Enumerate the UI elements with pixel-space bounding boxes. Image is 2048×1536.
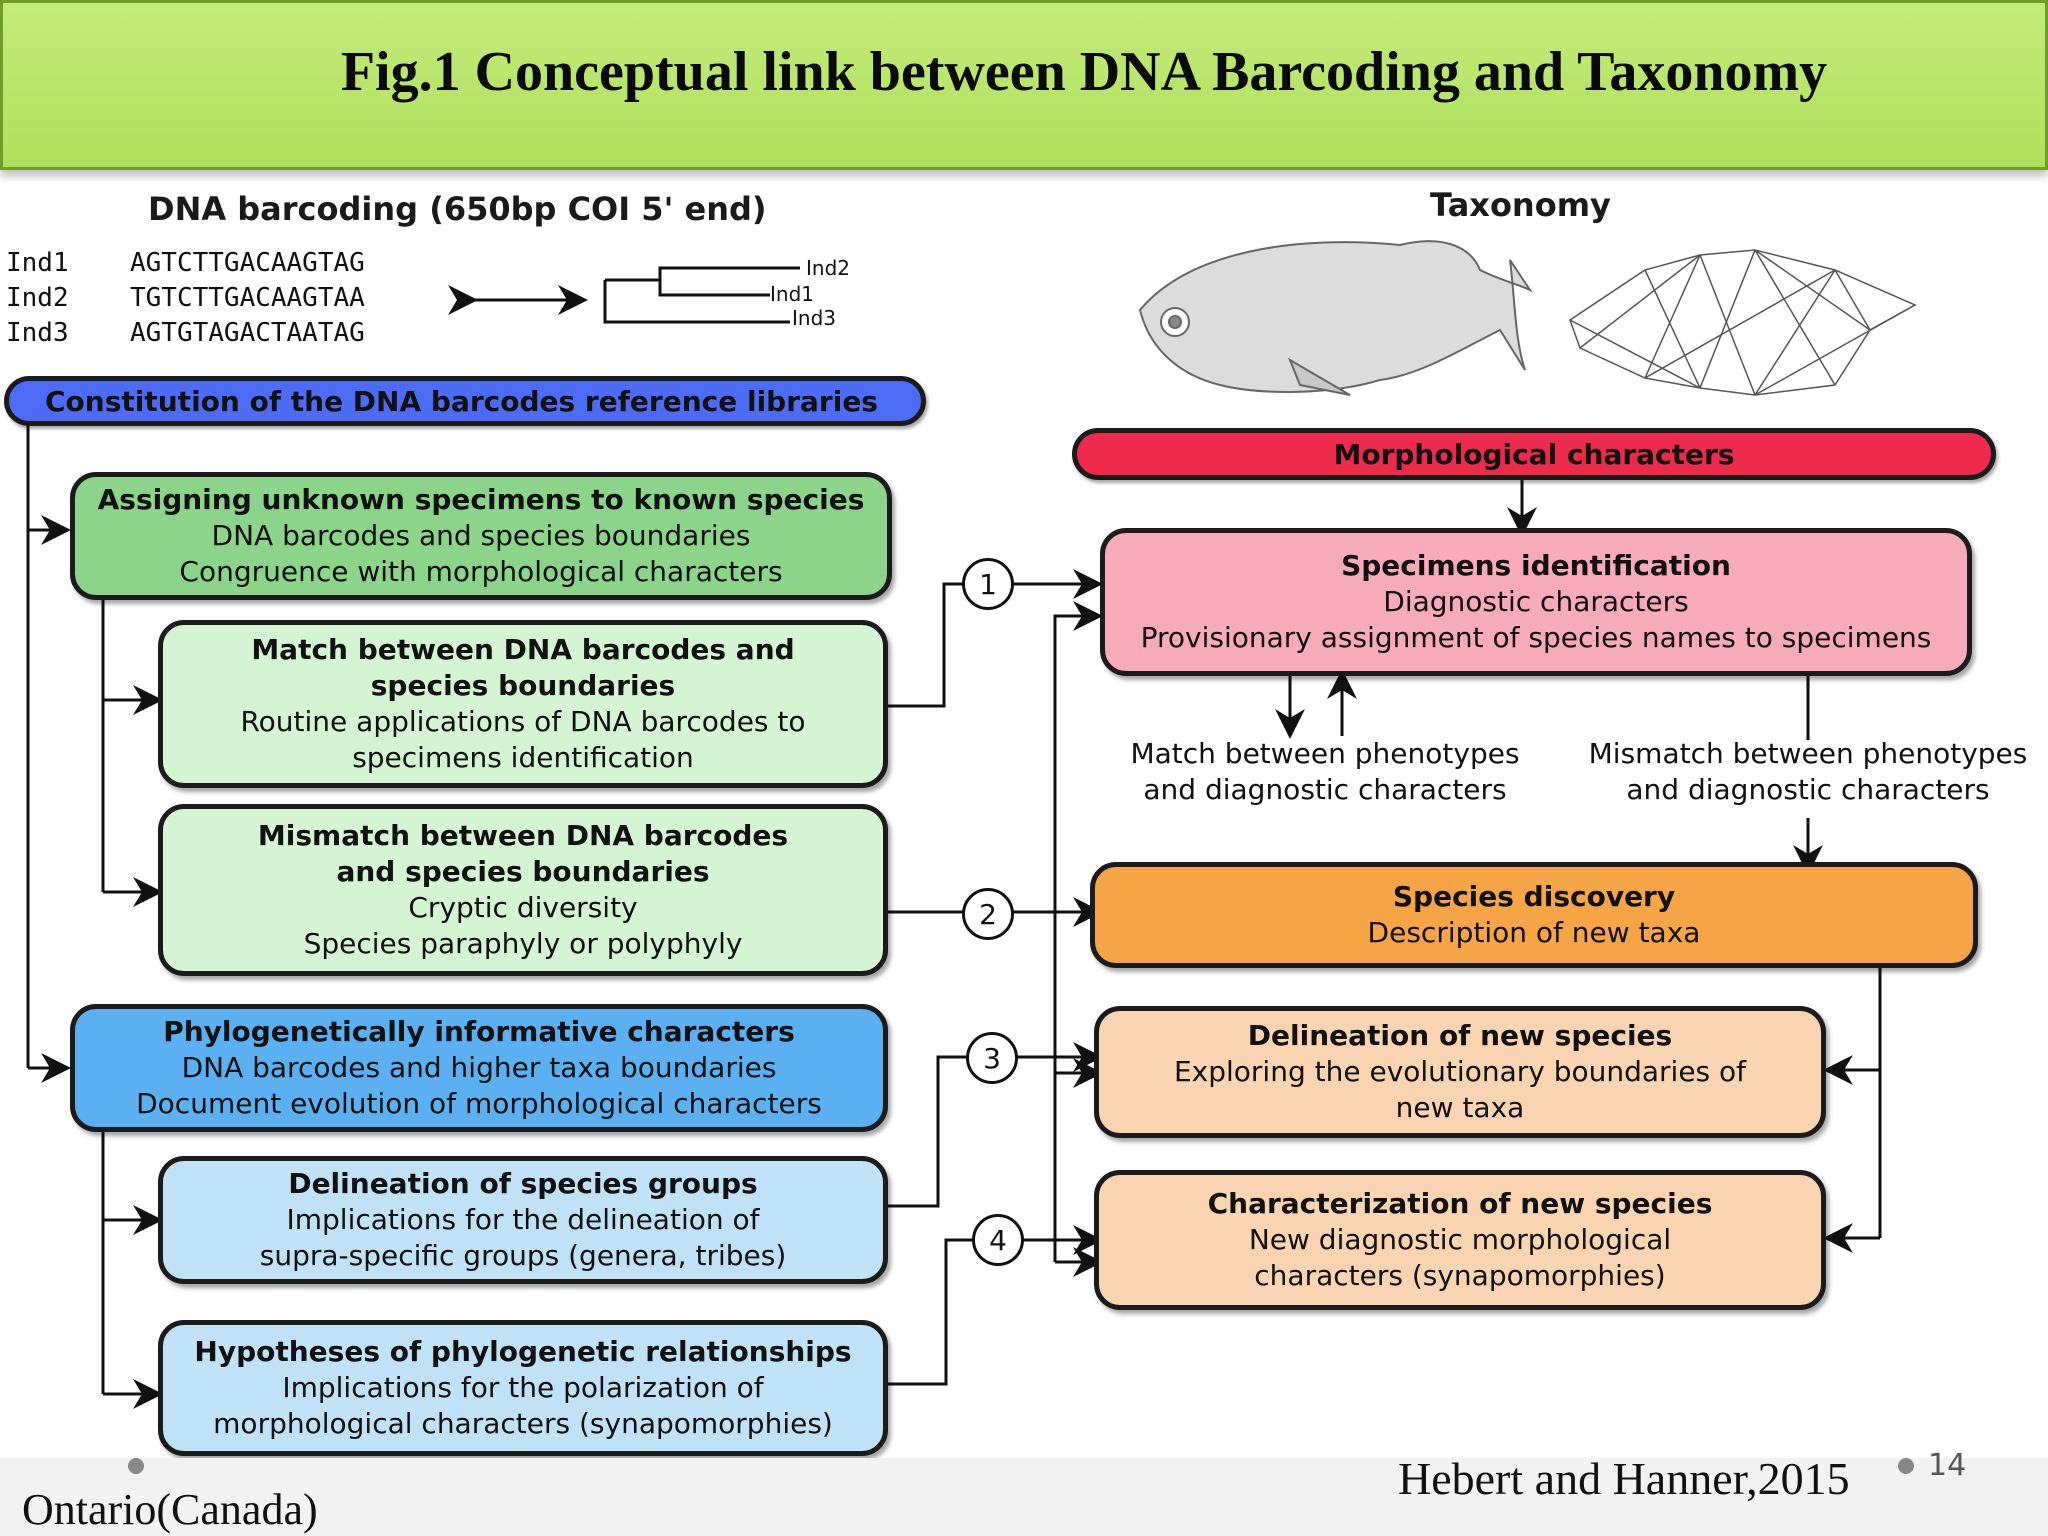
species-groups-box: Delineation of species groups Implicatio… [158, 1156, 888, 1284]
mismatch-pheno-line-1: Mismatch between phenotypes [1588, 737, 2028, 770]
match-phenotypes-text: Match between phenotypes and diagnostic … [1100, 736, 1550, 808]
specimens-identification-box: Specimens identification Diagnostic char… [1100, 528, 1972, 676]
figure-title: Fig.1 Conceptual link between DNA Barcod… [340, 41, 1828, 103]
footer-location: Ontario(Canada) [22, 1485, 318, 1534]
hypotheses-line-2: morphological characters (synapomorphies… [213, 1407, 833, 1440]
tree-label-ind1: Ind1 [770, 282, 814, 306]
groups-line-1: Implications for the delineation of [286, 1203, 760, 1236]
landmark-network-illustration [1569, 249, 1917, 396]
reference-libraries-pill: Constitution of the DNA barcodes referen… [4, 376, 926, 426]
footer-dot-left [128, 1458, 144, 1474]
discovery-line-1: Description of new taxa [1367, 916, 1701, 949]
taxonomy-heading: Taxonomy [1430, 186, 1611, 224]
delineation-title: Delineation of new species [1247, 1019, 1673, 1052]
sequence-3: AGTGTAGACTAATAG [130, 318, 365, 348]
connection-number-1: 1 [962, 558, 1014, 610]
characterization-line-1: New diagnostic morphological [1248, 1223, 1672, 1256]
groups-title: Delineation of species groups [288, 1167, 758, 1200]
match-title-2: species boundaries [370, 669, 676, 702]
fish-illustration [1138, 240, 1533, 396]
characterization-title: Characterization of new species [1207, 1187, 1713, 1220]
identification-line-1: Diagnostic characters [1383, 585, 1689, 618]
delineation-line-2: new taxa [1395, 1091, 1525, 1124]
sequence-id-2: Ind2 [6, 283, 69, 313]
connection-number-3: 3 [966, 1032, 1018, 1084]
phylo-title: Phylogenetically informative characters [163, 1015, 795, 1048]
delineation-new-species-box: Delineation of new species Exploring the… [1094, 1006, 1826, 1138]
characterization-line-2: characters (synapomorphies) [1254, 1259, 1666, 1292]
assigning-line-2: Congruence with morphological characters [179, 555, 783, 588]
mismatch-phenotypes-text: Mismatch between phenotypes and diagnost… [1568, 736, 2048, 808]
phylo-line-1: DNA barcodes and higher taxa boundaries [181, 1051, 777, 1084]
sequence-id-1: Ind1 [6, 248, 69, 278]
assigning-line-1: DNA barcodes and species boundaries [211, 519, 751, 552]
mismatch-line-2: Species paraphyly or polyphyly [303, 927, 743, 960]
tree-label-ind2: Ind2 [806, 256, 850, 280]
link-3 [888, 1042, 1103, 1208]
mismatch-title-2: and species boundaries [336, 855, 710, 888]
tree-label-ind3: Ind3 [792, 306, 836, 330]
delineation-line-1: Exploring the evolutionary boundaries of [1173, 1055, 1747, 1088]
discovery-title: Species discovery [1392, 880, 1676, 913]
match-pheno-line-2: and diagnostic characters [1143, 773, 1507, 806]
match-line-2: specimens identification [352, 741, 694, 774]
phylo-line-2: Document evolution of morphological char… [136, 1087, 822, 1120]
characterization-new-species-box: Characterization of new species New diag… [1094, 1170, 1826, 1310]
match-title-1: Match between DNA barcodes and [251, 633, 795, 666]
link-1 [870, 569, 1103, 708]
connection-number-4: 4 [972, 1214, 1024, 1266]
hypotheses-title: Hypotheses of phylogenetic relationships [194, 1335, 852, 1368]
sequence-1: AGTCTTGACAAGTAG [130, 248, 365, 278]
identification-line-2: Provisionary assignment of species names… [1140, 621, 1932, 654]
dna-barcoding-heading: DNA barcoding (650bp COI 5' end) [148, 190, 767, 228]
identification-title: Specimens identification [1341, 549, 1731, 582]
cladogram [603, 266, 800, 324]
match-pheno-line-1: Match between phenotypes [1130, 737, 1520, 770]
mismatch-title-1: Mismatch between DNA barcodes [257, 819, 789, 852]
hypotheses-box: Hypotheses of phylogenetic relationships… [158, 1320, 888, 1456]
mismatch-pheno-line-2: and diagnostic characters [1626, 773, 1990, 806]
footer-bar [0, 1458, 2048, 1536]
connection-number-2: 2 [962, 888, 1014, 940]
footer-dot-right [1898, 1458, 1914, 1474]
mismatch-line-1: Cryptic diversity [408, 891, 638, 924]
title-banner [0, 0, 2048, 170]
mismatch-box: Mismatch between DNA barcodes and specie… [158, 804, 888, 976]
match-box: Match between DNA barcodes and species b… [158, 620, 888, 788]
assigning-box: Assigning unknown specimens to known spe… [70, 472, 892, 600]
page-number: 14 [1928, 1448, 1967, 1483]
sequence-2: TGTCTTGACAAGTAA [130, 283, 365, 313]
species-discovery-box: Species discovery Description of new tax… [1090, 862, 1978, 968]
match-line-1: Routine applications of DNA barcodes to [240, 705, 806, 738]
feedback-trunk [1053, 601, 1103, 1262]
phylo-box: Phylogenetically informative characters … [70, 1004, 888, 1132]
groups-line-2: supra-specific groups (genera, tribes) [259, 1239, 787, 1272]
sequence-id-3: Ind3 [6, 318, 69, 348]
footer-citation: Hebert and Hanner,2015 [1398, 1453, 1850, 1504]
morphological-characters-pill: Morphological characters [1072, 428, 1996, 480]
assigning-title: Assigning unknown specimens to known spe… [97, 483, 865, 516]
hypotheses-line-1: Implications for the polarization of [282, 1371, 764, 1404]
